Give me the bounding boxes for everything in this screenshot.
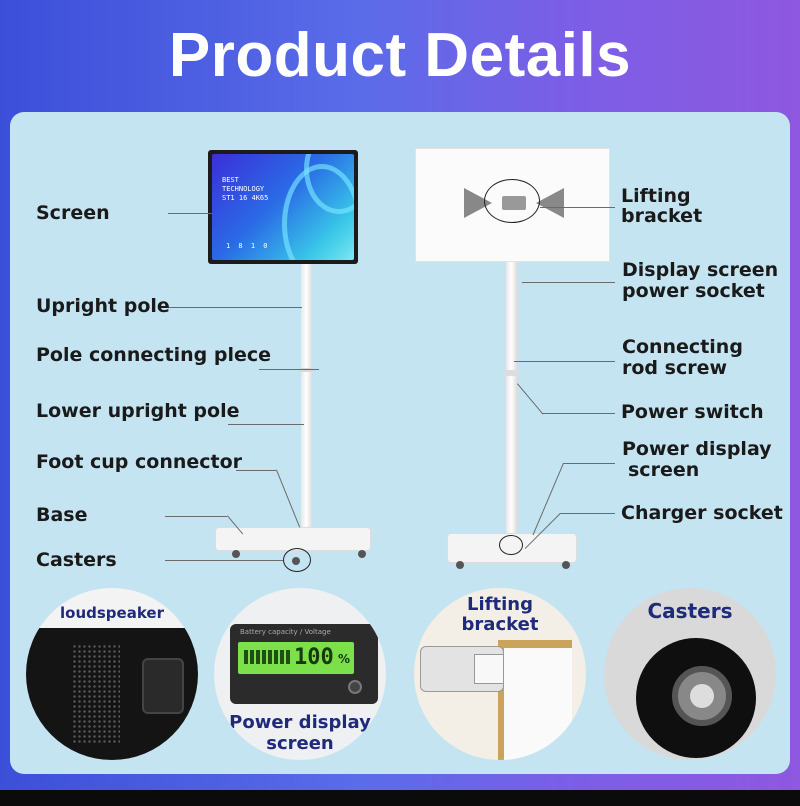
loudspeaker-detail: loudspeaker: [26, 588, 198, 760]
leader-line: [168, 213, 213, 214]
casters-detail: Casters: [604, 588, 776, 760]
monitor-text-2: TECHNOLOGY: [222, 185, 265, 193]
caster: [562, 561, 570, 569]
battery-unit: %: [338, 652, 351, 666]
upright-pole: [301, 264, 312, 372]
label-display-power-socket-2: power socket: [622, 280, 765, 302]
leader-line: [560, 513, 615, 514]
front-monitor: BEST TECHNOLOGY ST1 16 4K65 1 8 1 0: [208, 150, 358, 264]
loudspeaker-caption: loudspeaker: [60, 604, 164, 622]
battery-button: [348, 680, 362, 694]
leader-line: [165, 516, 227, 517]
battery-bars: [244, 650, 290, 664]
back-lower-pole: [506, 376, 517, 534]
label-connecting-rod-screw-2: rod screw: [622, 357, 728, 379]
monitor-text-1: BEST: [222, 176, 239, 184]
lifting-caption-1: Lifting: [467, 594, 533, 615]
bracket-highlight-ring: [484, 179, 540, 223]
casters-caption: Casters: [647, 599, 733, 623]
battery-lcd: 100 %: [238, 642, 354, 674]
label-lower-upright-pole: Lower upright pole: [36, 400, 240, 422]
leader-line: [522, 282, 615, 283]
caster: [358, 550, 366, 558]
label-base: Base: [36, 504, 88, 526]
leader-line: [228, 424, 304, 425]
lifting-bracket-detail: Lifting bracket: [414, 588, 586, 760]
label-screen: Screen: [36, 202, 110, 224]
caster-hub: [690, 684, 714, 708]
caster-highlight-ring: [283, 548, 311, 572]
caster: [232, 550, 240, 558]
caster: [456, 561, 464, 569]
label-power-display-screen-2: screen: [628, 459, 700, 481]
leader-line: [543, 413, 615, 414]
label-foot-cup-connector: Foot cup connector: [36, 451, 243, 473]
label-lifting-bracket-1: Lifting: [621, 185, 691, 207]
back-monitor: [415, 148, 610, 262]
leader-line: [236, 470, 276, 471]
label-connecting-rod-screw-1: Connecting: [622, 336, 743, 358]
label-lifting-bracket-2: bracket: [621, 205, 703, 227]
label-casters: Casters: [36, 549, 117, 571]
monitor-dots: 1 8 1 0: [226, 242, 270, 250]
leader-line: [540, 207, 615, 208]
battery-value: 100: [294, 645, 334, 670]
speaker-knob: [142, 658, 184, 714]
label-charger-socket: Charger socket: [621, 502, 783, 524]
power-display-detail: Battery capacity / Voltage 100 % Power d…: [214, 588, 386, 760]
charger-highlight-ring: [499, 535, 523, 555]
monitor-screen: BEST TECHNOLOGY ST1 16 4K65 1 8 1 0: [212, 154, 354, 260]
power-display-caption-2: screen: [266, 733, 334, 754]
wave-graphic: [304, 154, 354, 214]
leader-line: [514, 361, 615, 362]
bracket-plate: [474, 654, 504, 684]
power-display-caption-1: Power display: [229, 712, 371, 733]
back-upright-pole: [506, 262, 517, 372]
battery-caption: Battery capacity / Voltage: [240, 628, 331, 636]
label-upright-pole: Upright pole: [36, 295, 170, 317]
leader-line: [165, 307, 302, 308]
lower-upright-pole: [301, 372, 312, 530]
page-title: Product Details: [168, 21, 632, 90]
leader-line: [165, 560, 283, 561]
bracket-frame: [498, 640, 572, 760]
leader-line: [259, 369, 319, 370]
monitor-text-3: ST1 16 4K65: [222, 194, 269, 202]
lifting-caption-2: bracket: [461, 614, 539, 635]
speaker-grille: [72, 644, 120, 744]
label-power-switch: Power switch: [621, 401, 764, 423]
label-power-display-screen-1: Power display: [622, 438, 772, 460]
battery-panel: Battery capacity / Voltage 100 %: [230, 624, 378, 704]
leader-line: [563, 463, 615, 464]
bottom-bar: [0, 790, 800, 806]
pole-connecting-piece: [299, 368, 314, 372]
back-pole-connector: [504, 370, 519, 376]
label-pole-connecting-piece: Pole connecting plece: [36, 344, 271, 366]
label-display-power-socket-1: Display screen: [622, 259, 779, 281]
